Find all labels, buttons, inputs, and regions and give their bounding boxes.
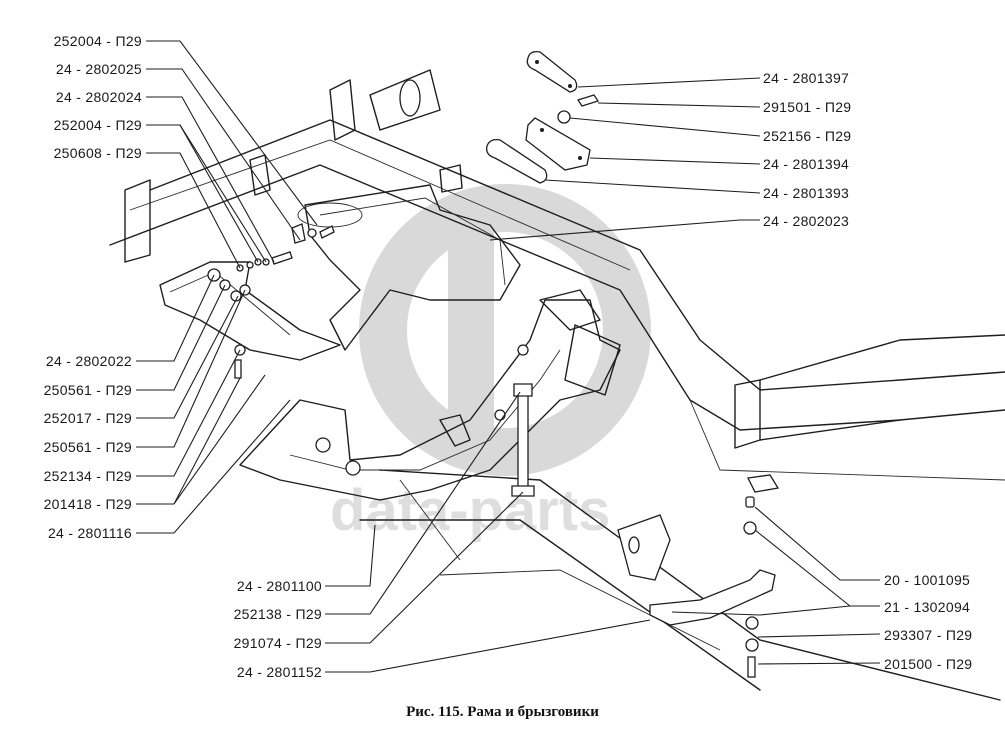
watermark-text: data-parts bbox=[330, 478, 610, 543]
leader-lines-left bbox=[136, 40, 318, 534]
part-label: 24 - 2801100 bbox=[236, 578, 322, 594]
part-label: 20 - 1001095 bbox=[884, 572, 971, 588]
figure-caption: Рис. 115. Рама и брызговики bbox=[406, 704, 599, 720]
part-label: 201500 - П29 bbox=[884, 656, 973, 672]
engine-mount-bracket bbox=[617, 474, 780, 678]
part-label: 201418 - П29 bbox=[43, 496, 132, 512]
watermark-logo-icon bbox=[359, 184, 651, 476]
leader-lines-bottom bbox=[325, 391, 651, 673]
part-label: 252017 - П29 bbox=[43, 410, 132, 426]
part-label: 24 - 2802023 bbox=[763, 213, 850, 229]
part-label: 24 - 2802024 bbox=[55, 89, 142, 105]
rear-cross-member bbox=[124, 69, 463, 263]
part-label: 24 - 2801397 bbox=[763, 70, 850, 86]
brackets-exploded bbox=[486, 50, 600, 184]
part-label: 250561 - П29 bbox=[43, 439, 132, 455]
part-label: 250608 - П29 bbox=[53, 145, 142, 161]
part-label: 252004 - П29 bbox=[53, 33, 142, 49]
part-label: 24 - 2801152 bbox=[236, 664, 322, 680]
long-bolt bbox=[511, 383, 535, 497]
part-label: 252138 - П29 bbox=[233, 606, 322, 622]
part-label: 24 - 2801393 bbox=[763, 185, 850, 201]
part-label: 291074 - П29 bbox=[233, 635, 322, 651]
suspension-crossmember bbox=[239, 289, 621, 501]
part-label: 293307 - П29 bbox=[884, 627, 973, 643]
frame-rails bbox=[109, 119, 1005, 701]
part-label: 24 - 2802022 bbox=[45, 353, 132, 369]
part-label: 21 - 1302094 bbox=[884, 599, 971, 615]
part-label: 252156 - П29 bbox=[763, 128, 852, 144]
leader-lines-right bbox=[489, 77, 881, 665]
part-label: 252004 - П29 bbox=[53, 117, 142, 133]
part-label: 250561 - П29 bbox=[43, 382, 132, 398]
part-label: 24 - 2802025 bbox=[55, 61, 142, 77]
part-label: 252134 - П29 bbox=[43, 468, 132, 484]
part-label: 24 - 2801116 bbox=[47, 525, 132, 541]
part-label: 24 - 2801394 bbox=[763, 156, 850, 172]
part-label: 291501 - П29 bbox=[763, 99, 852, 115]
